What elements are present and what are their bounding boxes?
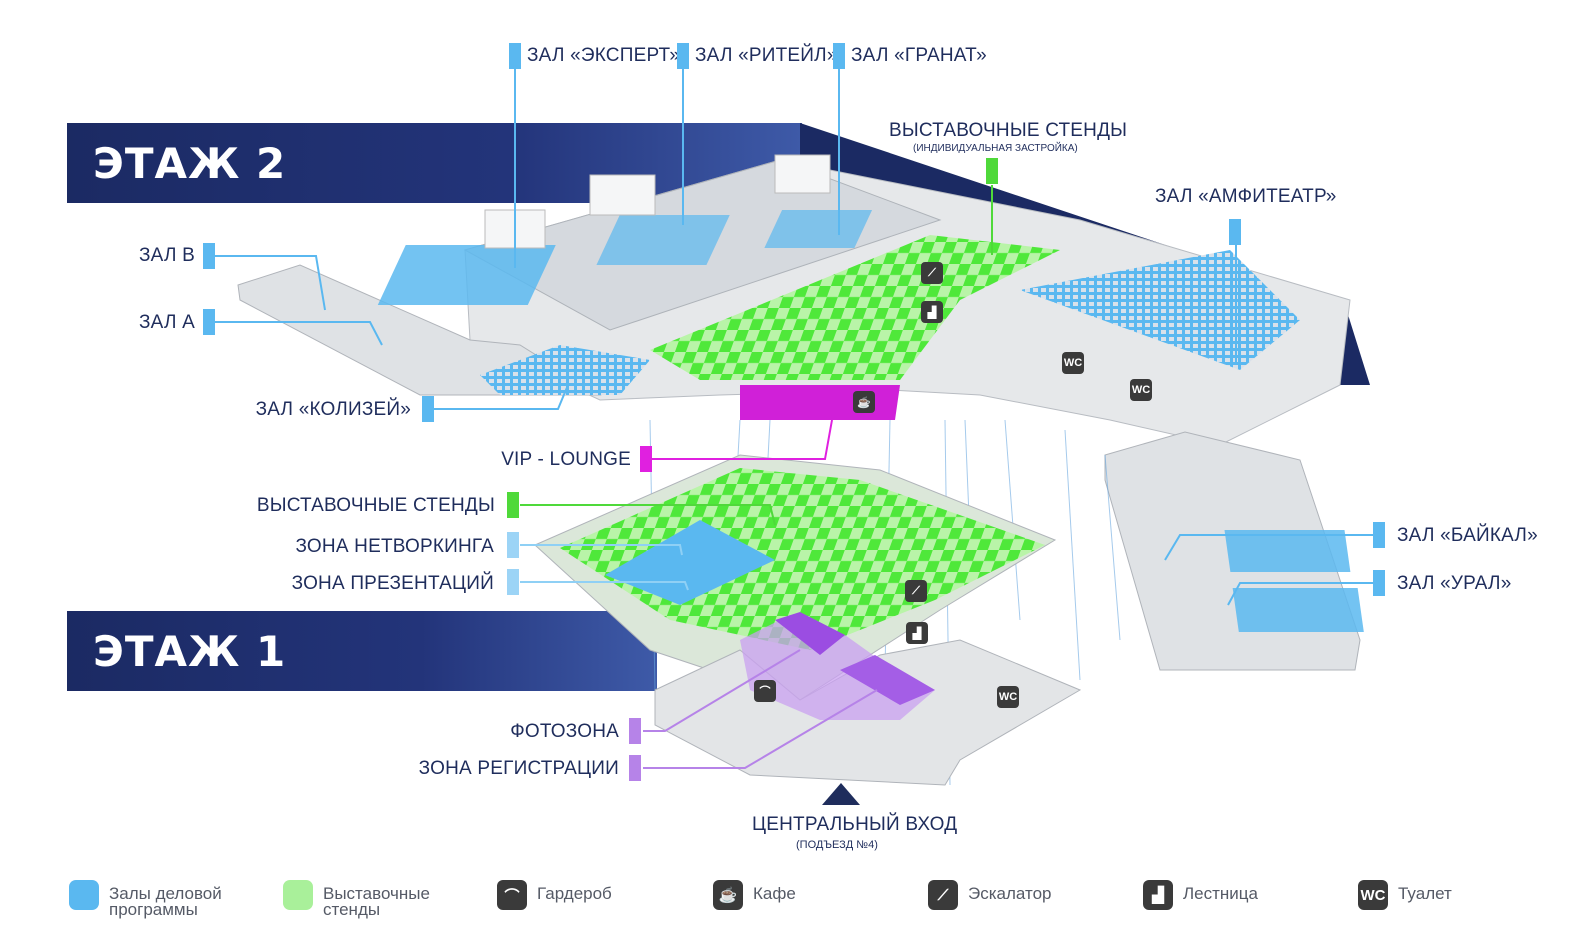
networking-zone-marker	[507, 532, 519, 558]
exhibition-top-marker	[986, 158, 998, 184]
legend-swatch-blue	[69, 880, 99, 910]
toilet-icon: WC	[1062, 352, 1084, 374]
stairs-icon: ▟	[1143, 880, 1173, 910]
legend-label: Туалет	[1398, 884, 1452, 903]
hall-expert-marker	[509, 43, 521, 69]
hall-baikal-marker	[1373, 522, 1385, 548]
legend-label: Залы деловой программы	[109, 884, 222, 919]
colosseum-seating	[480, 345, 650, 395]
stairs-icon: ▟	[906, 622, 928, 644]
legend-label: Эскалатор	[968, 884, 1052, 903]
vip-lounge-label[interactable]: VIP - LOUNGE	[501, 449, 631, 470]
hall-granat-marker	[833, 43, 845, 69]
vip-lounge-marker	[640, 446, 652, 472]
exhibition-top-label[interactable]: ВЫСТАВОЧНЫЕ СТЕНДЫ	[889, 120, 1128, 141]
legend-stairs: ▟ Лестница	[1143, 880, 1258, 910]
photozone-marker	[629, 718, 641, 744]
hall-baikal-label[interactable]: ЗАЛ «БАЙКАЛ»	[1397, 525, 1538, 546]
wardrobe-icon: ⌒	[497, 880, 527, 910]
presentations-zone-label[interactable]: ЗОНА ПРЕЗЕНТАЦИЙ	[291, 573, 494, 594]
registration-zone-label[interactable]: ЗОНА РЕГИСТРАЦИИ	[418, 758, 619, 779]
entrance-sublabel: (ПОДЪЕЗД №4)	[796, 839, 878, 851]
stairs-icon: ▟	[921, 301, 943, 323]
presentations-zone-marker	[507, 569, 519, 595]
hall-baikal-floor	[1224, 530, 1351, 572]
legend-swatch-green	[283, 880, 313, 910]
hall-ural-label[interactable]: ЗАЛ «УРАЛ»	[1397, 573, 1512, 594]
photozone-label[interactable]: ФОТОЗОНА	[510, 721, 619, 742]
hall-expert-label[interactable]: ЗАЛ «ЭКСПЕРТ»	[527, 45, 681, 66]
legend-exhibition-stands: Выставочные стенды	[283, 880, 443, 918]
floor-2-title: ЭТАЖ 2	[93, 138, 287, 188]
exhibition-top-sublabel: (ИНДИВИДУАЛЬНАЯ ЗАСТРОЙКА)	[913, 143, 1078, 154]
cafe-icon: ☕	[853, 391, 875, 413]
hall-amphitheater-label[interactable]: ЗАЛ «АМФИТЕАТР»	[1155, 186, 1337, 207]
hall-ural-marker	[1373, 570, 1385, 596]
hall-retail-floor	[596, 215, 730, 265]
hall-granat-floor	[764, 210, 873, 248]
floor-2-banner: ЭТАЖ 2	[67, 123, 802, 203]
floor-1-exhibition-area	[560, 468, 1045, 650]
registration-desk	[840, 655, 935, 705]
legend-escalator: ⟋ Эскалатор	[928, 880, 1052, 910]
legend-business-halls: Залы деловой программы	[69, 880, 229, 918]
hall-a-label[interactable]: ЗАЛ А	[139, 312, 195, 333]
legend-label: Гардероб	[537, 884, 612, 903]
photo-wall	[775, 612, 845, 655]
floor-2-exhibition-area	[650, 235, 1060, 380]
hall-expert-floor	[377, 245, 556, 305]
exhibition-floor1-label[interactable]: ВЫСТАВОЧНЫЕ СТЕНДЫ	[256, 495, 495, 516]
hall-colosseum-marker	[422, 396, 434, 422]
hall-b-label[interactable]: ЗАЛ В	[139, 245, 195, 266]
legend-toilet: WC Туалет	[1358, 880, 1452, 910]
legend-wardrobe: ⌒ Гардероб	[497, 880, 612, 910]
toilet-icon: WC	[1358, 880, 1388, 910]
escalator-icon: ⟋	[921, 262, 943, 284]
escalator-icon: ⟋	[928, 880, 958, 910]
toilet-icon: WC	[997, 686, 1019, 708]
amphitheater-seating	[1020, 250, 1300, 370]
toilet-icon: WC	[1130, 379, 1152, 401]
hall-b-marker	[203, 243, 215, 269]
floor-1-banner: ЭТАЖ 1	[67, 611, 657, 691]
entrance-label[interactable]: ЦЕНТРАЛЬНЫЙ ВХОД	[752, 814, 958, 835]
hall-granat-label[interactable]: ЗАЛ «ГРАНАТ»	[851, 45, 987, 66]
hall-retail-marker	[677, 43, 689, 69]
networking-zone-label[interactable]: ЗОНА НЕТВОРКИНГА	[295, 536, 494, 557]
hall-ural-floor	[1232, 588, 1364, 632]
wardrobe-icon: ⌒	[754, 680, 776, 702]
legend-label: Кафе	[753, 884, 796, 903]
legend-cafe: ☕ Кафе	[713, 880, 796, 910]
hall-colosseum-label[interactable]: ЗАЛ «КОЛИЗЕЙ»	[255, 399, 411, 420]
floor-1-title: ЭТАЖ 1	[93, 626, 287, 676]
escalator-icon: ⟋	[905, 580, 927, 602]
entrance-arrow-icon	[822, 783, 860, 805]
exhibition-floor1-marker	[507, 492, 519, 518]
hall-amphitheater-marker	[1229, 219, 1241, 245]
cafe-icon: ☕	[713, 880, 743, 910]
networking-zone-floor	[605, 520, 775, 605]
legend-label: Выставочные стенды	[323, 884, 430, 919]
hall-retail-label[interactable]: ЗАЛ «РИТЕЙЛ»	[695, 45, 838, 66]
hall-a-marker	[203, 309, 215, 335]
registration-zone-marker	[629, 755, 641, 781]
legend-label: Лестница	[1183, 884, 1258, 903]
